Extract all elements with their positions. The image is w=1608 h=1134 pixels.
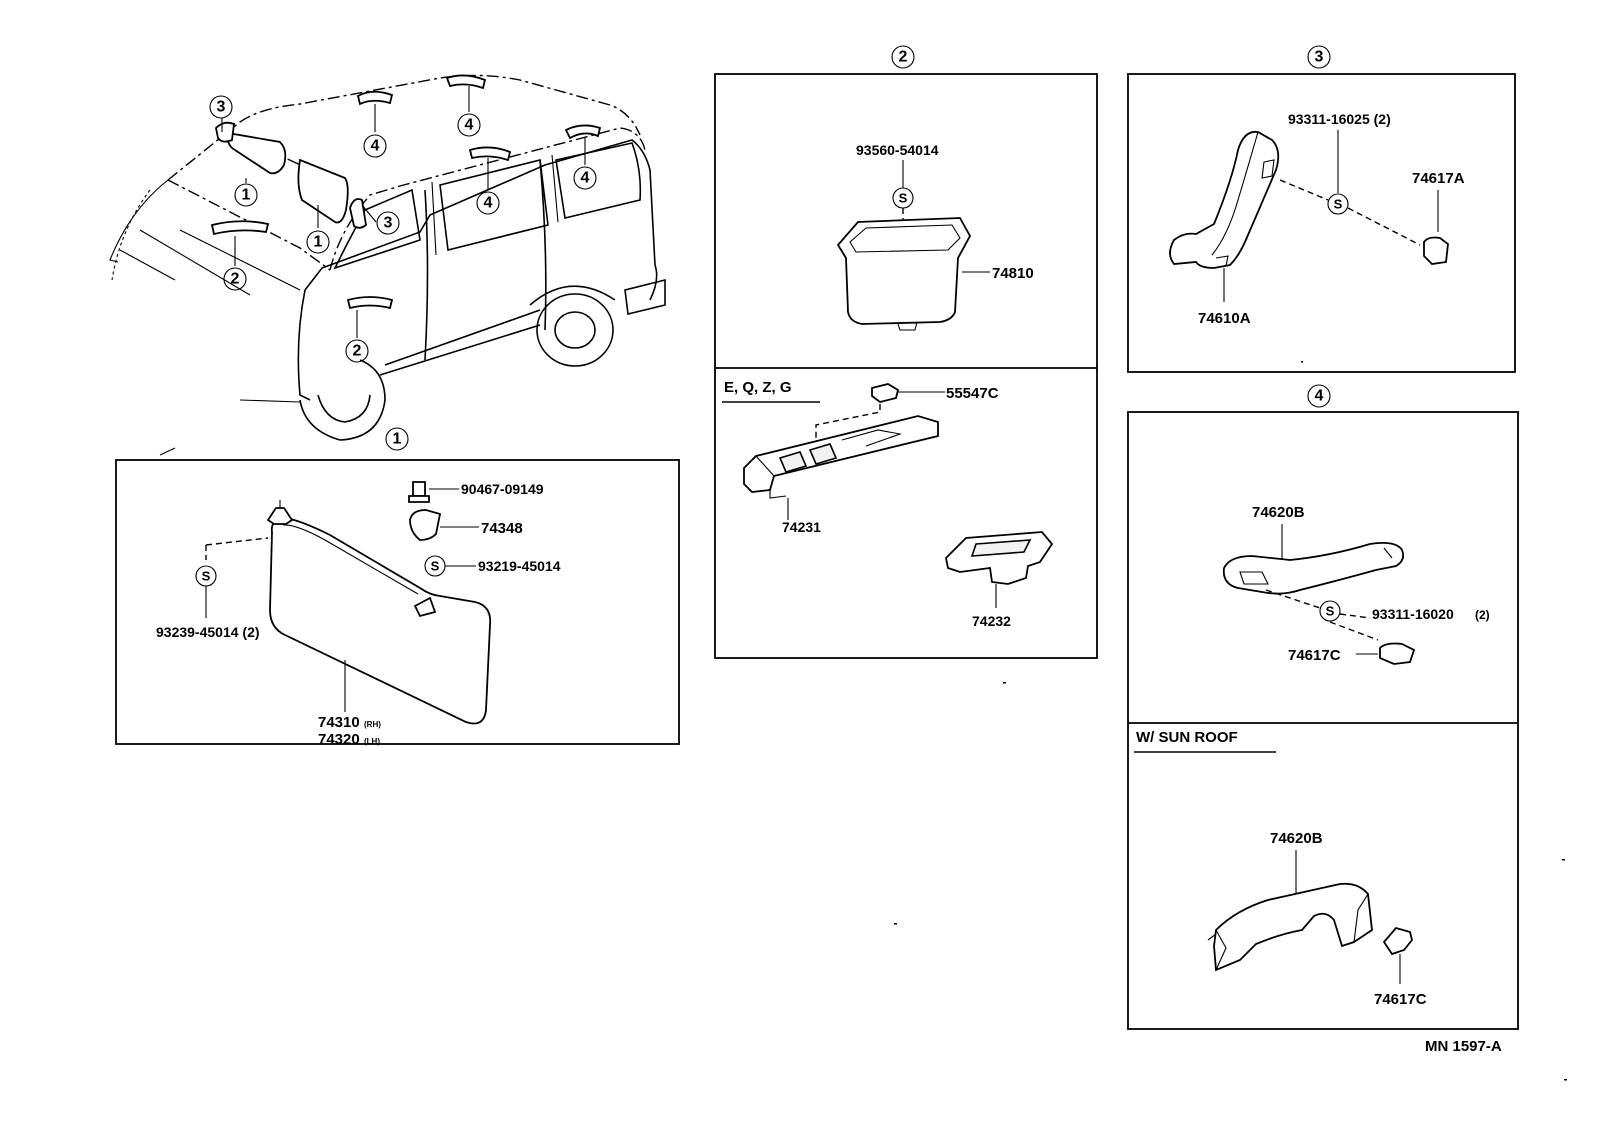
pocket-number: 74810 [992,265,1034,282]
visor-rh-number: 74310 [318,714,360,731]
bolt-part [412,481,426,497]
visor-lh-suffix: (LH) [364,737,380,746]
grip-74620b-screw-qty: (2) [1475,608,1490,622]
van-callout-3b: 3 [376,211,400,235]
grip-74620b-screw-number: 93311-16020 [1372,606,1454,622]
grip-74620b-screw-symbol: S [1319,600,1341,622]
section-3-frame [1127,73,1516,373]
van-callout-1b: 1 [306,230,330,254]
section-4-frame [1127,411,1519,1030]
svg-text:4: 4 [581,170,590,187]
svg-text:1: 1 [242,187,251,204]
svg-text:2: 2 [899,49,908,66]
svg-text:3: 3 [217,99,226,116]
grip-screw-number: 93311-16025 (2) [1288,111,1391,127]
van-callout-3a: 3 [209,95,233,119]
svg-text:4: 4 [484,195,493,212]
section-4-callout: 4 [1307,384,1331,408]
clip-part [871,383,900,403]
pocket-screw-number: 93560-54014 [856,142,939,158]
visor-rh-suffix: (RH) [364,720,381,729]
tray-small-number: 74232 [972,613,1011,629]
visor-screw-number: 93239-45014 (2) [156,624,260,640]
svg-text:2: 2 [231,271,240,288]
section-1-sun-visor: 1 S 93239-45014 (2) 90467-09149 74348 S [115,427,680,748]
cover-74617a-number: 74617A [1412,170,1465,187]
svg-text:4: 4 [465,117,474,134]
grip-74620b-number: 74620B [1252,504,1305,521]
section-3-assist-grip: 3 93311-16025 (2) S 74617A 74610A [1127,45,1516,373]
svg-text:1: 1 [393,431,402,448]
svg-text:4: 4 [1315,388,1324,405]
tray-number: 74231 [782,519,821,535]
section-4-assist-grip: 4 74620B S 93311-16020 (2) 74617C W/ SUN… [1127,384,1519,1030]
sunroof-variant-heading: W/ SUN ROOF [1136,729,1238,746]
section-3-callout: 3 [1307,45,1331,69]
pocket-screw-symbol: S [892,187,914,209]
cover-74617c-number: 74617C [1288,647,1341,664]
tray-small-part [945,531,1054,585]
grip-74610a-number: 74610A [1198,310,1251,327]
svg-text:3: 3 [384,215,393,232]
cover-74617a-part [1423,236,1449,265]
svg-text:S: S [1326,604,1335,619]
cover-sunroof-part [1382,926,1413,956]
section-1-callout: 1 [385,427,409,451]
section-2-callout: 2 [891,45,915,69]
svg-text:3: 3 [1315,49,1324,66]
tray-part [743,415,939,493]
scan-specks [894,361,1567,1081]
variant-heading: E, Q, Z, G [724,379,792,396]
svg-text:2: 2 [353,343,362,360]
section-2-tray: 2 93560-54014 S 74810 E, Q, Z, G 55547C [714,45,1098,659]
van-callout-4a: 4 [363,134,387,158]
grip-74610a-part [1169,130,1280,269]
svg-text:1: 1 [314,234,323,251]
svg-text:S: S [202,569,211,584]
grip-screw-symbol: S [1327,193,1349,215]
van-callout-2a: 2 [223,267,247,291]
grip-74620b-part [1222,541,1405,595]
sun-visor-part [269,517,492,725]
clip-number: 55547C [946,385,999,402]
holder-screw-symbol: S [424,555,446,577]
svg-text:4: 4 [371,138,380,155]
visor-holder-part [409,509,442,541]
holder-number: 74348 [481,520,523,537]
section-2-frame [714,73,1098,659]
holder-screw-number: 93219-45014 [478,558,561,574]
van-callout-1a: 1 [234,183,258,207]
svg-text:S: S [431,559,440,574]
van-callout-4b: 4 [457,113,481,137]
grip-sunroof-number: 74620B [1270,830,1323,847]
section-1-frame [115,459,680,745]
van-overview: 3 1 1 2 3 4 4 4 [109,74,666,456]
van-callout-4d: 4 [573,166,597,190]
svg-text:S: S [1334,197,1343,212]
van-callout-4c: 4 [476,191,500,215]
visor-lh-number: 74320 [318,731,360,748]
van-callout-2b: 2 [345,339,369,363]
cover-sunroof-number: 74617C [1374,991,1427,1008]
diagram-code: MN 1597-A [1425,1038,1502,1055]
grip-sunroof-part [1213,882,1373,972]
cover-74617c-part [1379,642,1416,665]
svg-text:S: S [899,191,908,206]
bolt-number: 90467-09149 [461,481,544,497]
pocket-part [836,217,972,325]
visor-screw-symbol: S [195,565,217,587]
